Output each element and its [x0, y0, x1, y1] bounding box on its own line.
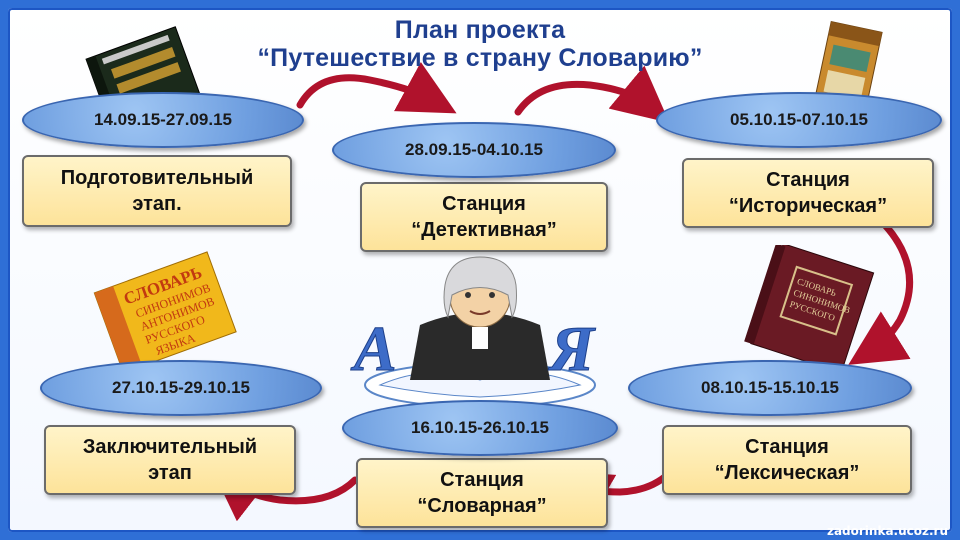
stage-4-box: Станция “Лексическая” — [662, 425, 912, 495]
stage-4-date-text: 08.10.15-15.10.15 — [700, 378, 839, 397]
stage-5-line2: “Словарная” — [417, 495, 547, 517]
site-credit: zadorinka.ucoz.ru — [826, 524, 948, 538]
stage-1-date: 14.09.15-27.09.15 — [22, 92, 304, 148]
stage-5-line1: Станция — [440, 469, 524, 491]
book-right-icon: СЛОВАРЬ СИНОНИМОВ РУССКОГО — [744, 245, 875, 370]
stage-6-line1: Заключительный — [82, 436, 258, 458]
letter-a: А — [350, 313, 397, 384]
stage-2-date: 28.09.15-04.10.15 — [332, 122, 616, 178]
stage-5-box: Станция “Словарная” — [356, 458, 608, 528]
stage-6-line2: этап — [148, 462, 192, 484]
stage-2-date-text: 28.09.15-04.10.15 — [404, 140, 543, 159]
arrow-3-4 — [848, 221, 914, 365]
stage-1-date-text: 14.09.15-27.09.15 — [93, 110, 232, 129]
book-left-icon: СЛОВАРЬ СИНОНИМОВ АНТОНИМОВ РУССКОГО ЯЗЫ… — [93, 251, 237, 365]
page-title: План проекта — [394, 16, 566, 44]
stage-2-box: Станция “Детективная” — [360, 182, 608, 252]
letter-ya: Я — [548, 313, 596, 384]
stage-2-line2: “Детективная” — [411, 219, 557, 241]
stage-3-line1: Станция — [766, 169, 850, 191]
stage-3-line2: “Историческая” — [728, 195, 888, 217]
stage-6-date-text: 27.10.15-29.10.15 — [111, 378, 250, 397]
stage-1-box: Подготовительный этап. — [22, 155, 292, 227]
stage-6-date: 27.10.15-29.10.15 — [40, 360, 322, 416]
stage-2-line1: Станция — [442, 193, 526, 215]
stage-5-date-text: 16.10.15-26.10.15 — [410, 418, 549, 437]
stage-1-line2: этап. — [132, 193, 182, 215]
stage-3-date: 05.10.15-07.10.15 — [656, 92, 942, 148]
stage-4-date: 08.10.15-15.10.15 — [628, 360, 912, 416]
stage-3-date-text: 05.10.15-07.10.15 — [729, 110, 868, 129]
stage-6-box: Заключительный этап — [44, 425, 296, 495]
stage-4-line1: Станция — [745, 436, 829, 458]
arrow-2-3 — [514, 65, 670, 123]
stage-3-box: Станция “Историческая” — [682, 158, 934, 228]
stage-1-line1: Подготовительный — [60, 167, 254, 189]
arrow-1-2 — [296, 62, 457, 114]
book-top-right-icon — [814, 21, 883, 108]
page-subtitle: “Путешествие в страну Словарию” — [257, 44, 703, 72]
stage-4-line2: “Лексическая” — [714, 462, 860, 484]
scholar-icon: А Я — [350, 256, 597, 408]
stage-5-date: 16.10.15-26.10.15 — [342, 400, 618, 456]
